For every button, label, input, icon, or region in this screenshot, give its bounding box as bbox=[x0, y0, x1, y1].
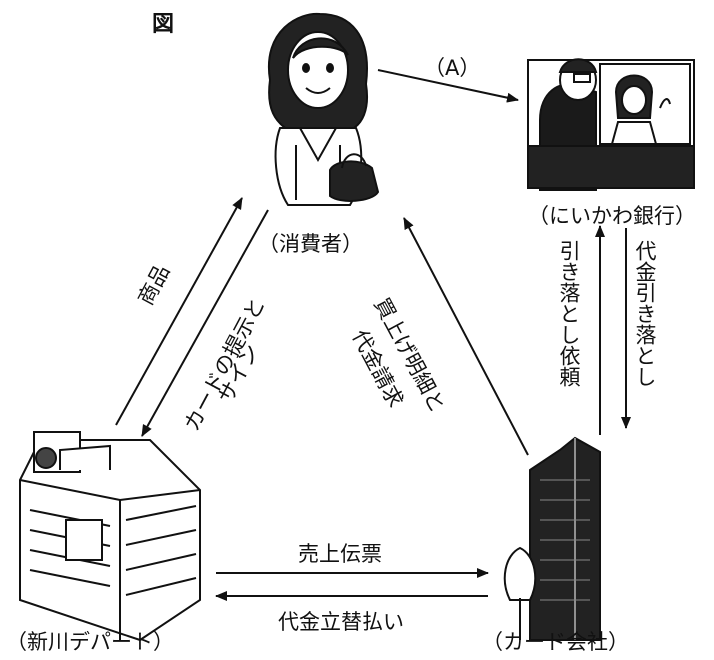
card-company-label: （カード会社） bbox=[482, 630, 629, 654]
figure-label: 図 bbox=[152, 12, 175, 37]
consumer-illustration bbox=[267, 12, 380, 206]
department-store-illustration bbox=[19, 431, 201, 642]
edge-label-advance-payment: 代金立替払い bbox=[278, 610, 404, 634]
arrow-store-to-consumer bbox=[115, 197, 243, 426]
arrow-consumer-to-bank bbox=[377, 69, 519, 103]
bank-illustration bbox=[527, 58, 695, 191]
department-store-label: （新川デパート） bbox=[6, 630, 174, 654]
arrow-card-to-consumer bbox=[403, 217, 529, 456]
edge-label-debit: 代金引き落とし bbox=[633, 240, 658, 387]
edge-label-a: （A） bbox=[424, 56, 481, 80]
arrow-consumer-to-store bbox=[141, 209, 269, 437]
card-company-illustration bbox=[503, 436, 601, 641]
bank-label: （にいかわ銀行） bbox=[528, 204, 696, 228]
consumer-label: （消費者） bbox=[258, 232, 363, 256]
edge-label-debit-request: 引き落とし依頼 bbox=[557, 240, 582, 387]
edge-label-sales-slip: 売上伝票 bbox=[298, 542, 382, 566]
